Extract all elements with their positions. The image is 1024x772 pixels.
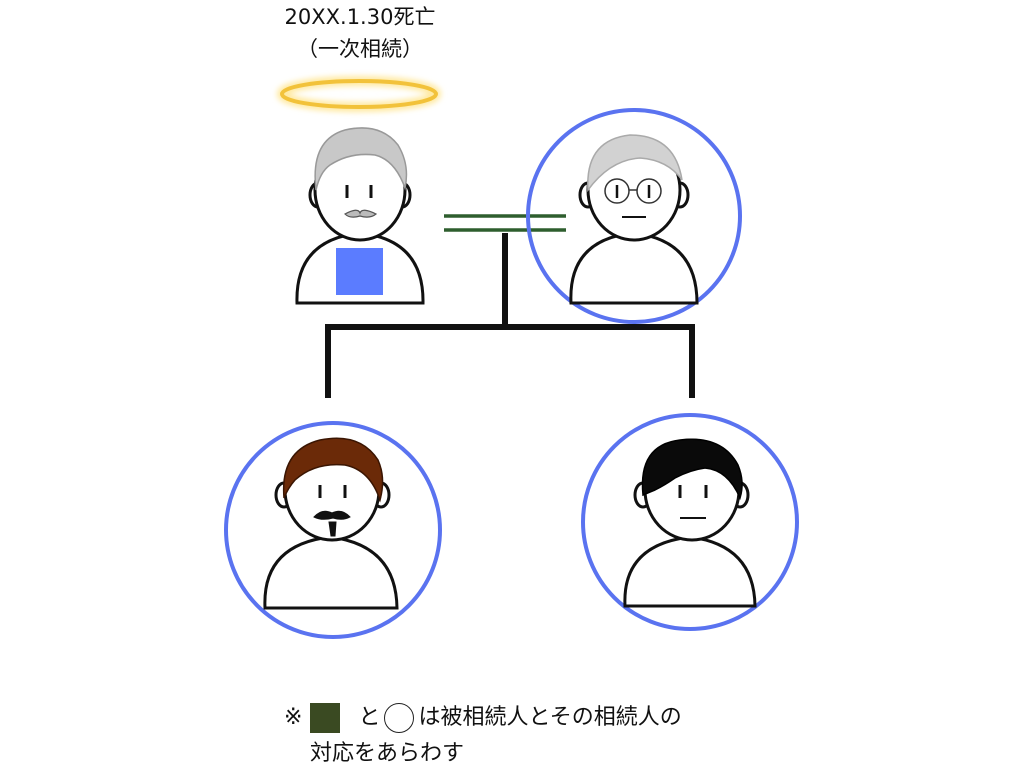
person-father bbox=[295, 127, 425, 305]
circle-marker-icon bbox=[224, 421, 442, 639]
legend-circle-icon bbox=[384, 703, 415, 733]
legend-square-icon bbox=[310, 703, 341, 733]
circle-marker-icon bbox=[526, 108, 742, 324]
black-hair-icon bbox=[641, 438, 743, 501]
legend: ※ と は被相続人とその相続人の 対応をあらわす bbox=[284, 700, 682, 772]
mustache-icon bbox=[344, 209, 378, 218]
legend-text-line2: 対応をあらわす bbox=[310, 741, 465, 766]
gray-hair-icon bbox=[587, 134, 683, 193]
gray-hair-icon bbox=[314, 127, 408, 191]
halo-icon bbox=[277, 76, 441, 112]
first-inheritance-label: （一次相続） bbox=[297, 37, 423, 61]
person-mother bbox=[526, 108, 742, 324]
legend-and: と bbox=[358, 705, 381, 730]
beard-icon bbox=[313, 510, 351, 537]
marriage-line bbox=[444, 214, 566, 232]
brown-hair-icon bbox=[282, 437, 384, 503]
circle-marker-icon bbox=[581, 413, 799, 631]
blue-square-icon bbox=[336, 248, 383, 295]
tree-connector bbox=[325, 233, 695, 398]
glasses-icon bbox=[604, 178, 662, 204]
legend-text-line1: は被相続人とその相続人の bbox=[418, 705, 682, 730]
death-date-label: 20XX.1.30死亡 bbox=[284, 5, 436, 29]
person-child-2 bbox=[581, 413, 799, 631]
person-child-1 bbox=[224, 421, 442, 639]
legend-note-mark: ※ bbox=[284, 705, 303, 730]
